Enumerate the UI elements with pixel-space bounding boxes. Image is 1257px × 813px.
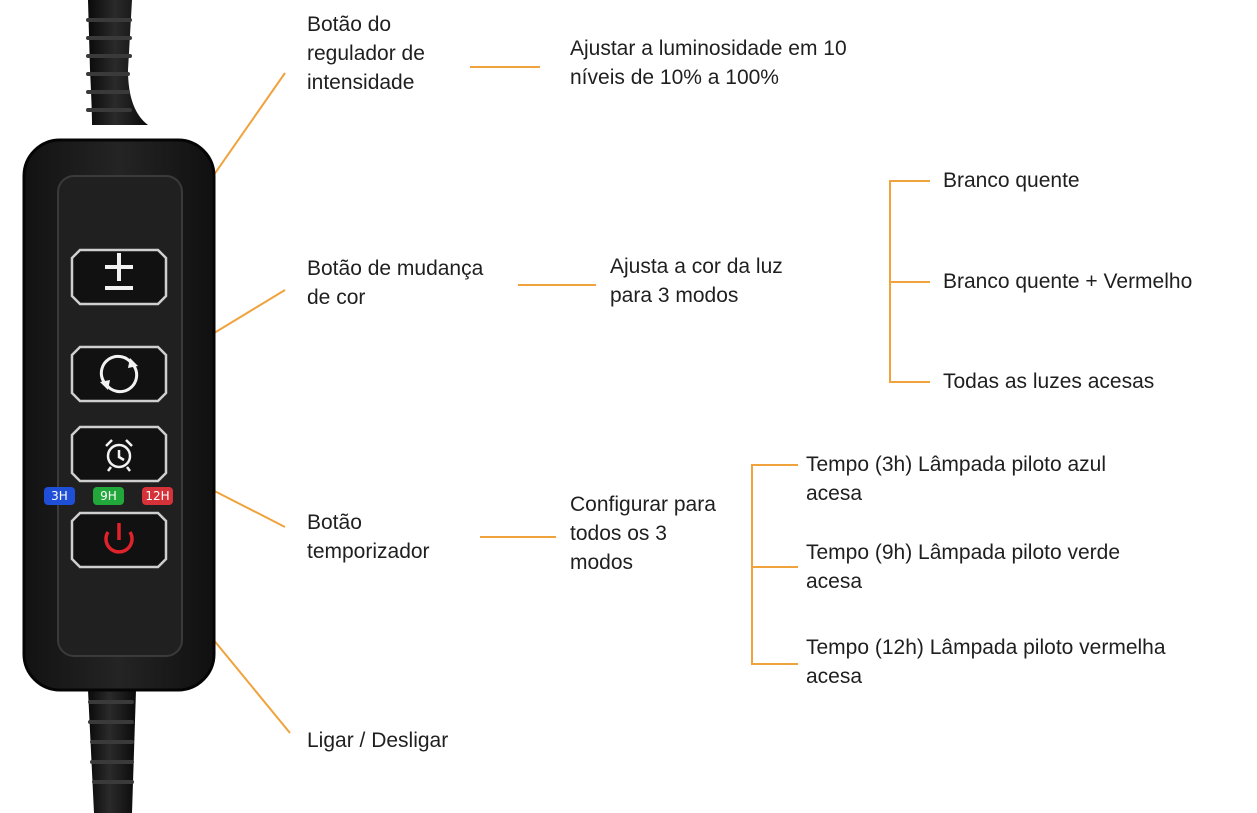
timer-modes-bracket [751, 464, 798, 665]
dimmer-remote-device [22, 0, 216, 813]
power-button [70, 511, 168, 569]
cable-bottom [88, 690, 136, 813]
cycle-arrows-icon [99, 354, 139, 394]
timer-button [70, 425, 168, 483]
indicator-12h: 12H [142, 487, 173, 505]
color-button-label: Botão de mudança de cor [307, 257, 484, 309]
timer-description: Configurar para todos os 3 modos [570, 493, 716, 574]
cable-top [86, 0, 148, 125]
color-mode-3: Todas as luzes acesas [943, 370, 1155, 393]
timer-button-label: Botão temporizador [307, 511, 430, 563]
timer-mode-12h: Tempo (12h) Lâmpada piloto vermelha aces… [806, 636, 1166, 688]
dimmer-button-label: Botão do regulador de intensidade [307, 13, 425, 94]
color-mode-2: Branco quente + Vermelho [943, 270, 1193, 293]
remote-face-panel [57, 175, 183, 657]
power-icon [104, 523, 134, 554]
indicator-9h: 9H [93, 487, 124, 505]
timer-mode-9h: Tempo (9h) Lâmpada piloto verde acesa [806, 541, 1121, 593]
alarm-clock-icon [105, 439, 133, 472]
indicator-3h: 3H [44, 487, 75, 505]
timer-mode-3h: Tempo (3h) Lâmpada piloto azul acesa [806, 453, 1107, 505]
color-mode-1: Branco quente [943, 169, 1080, 192]
power-button-label: Ligar / Desligar [307, 729, 449, 752]
color-description: Ajusta a cor da luz para 3 modos [610, 255, 783, 307]
dimmer-button [70, 248, 168, 306]
dimmer-description: Ajustar a luminosidade em 10 níveis de 1… [570, 37, 847, 89]
color-change-button [70, 345, 168, 403]
plus-minus-icon [105, 253, 133, 290]
